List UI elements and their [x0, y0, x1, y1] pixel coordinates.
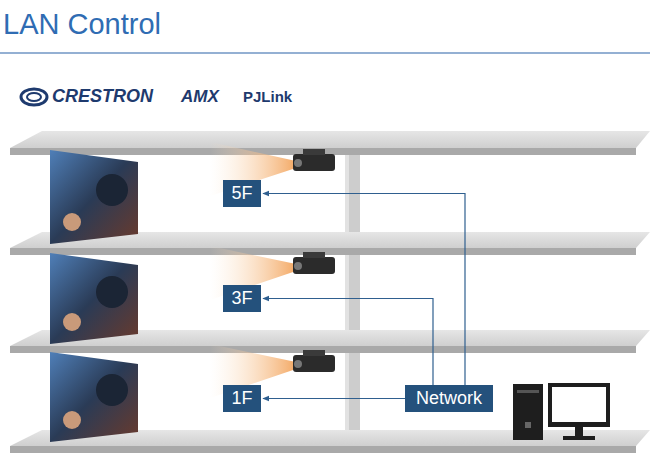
- logo-label: AMX: [181, 87, 219, 107]
- projection-screens: [50, 150, 138, 442]
- projectors: [293, 149, 335, 372]
- floor-box: 3F: [223, 285, 261, 312]
- connector-arrow: [263, 194, 465, 386]
- node-text: Network: [416, 388, 482, 409]
- connector-arrow: [263, 299, 433, 386]
- node-text: 3F: [231, 288, 252, 309]
- diagram-title: LAN Control: [3, 8, 161, 41]
- crestron-icon: [21, 89, 47, 105]
- wall: [345, 150, 360, 447]
- floor-box: 1F: [223, 385, 261, 412]
- floor-box: 5F: [223, 180, 261, 207]
- logo-label: PJLink: [243, 88, 292, 105]
- network-box: Network: [405, 385, 493, 412]
- node-text: 5F: [231, 183, 252, 204]
- connector-arrow: [263, 398, 405, 399]
- floor-slabs: [10, 131, 650, 453]
- node-text: 1F: [231, 388, 252, 409]
- wall-edge: [345, 150, 349, 447]
- computer: [513, 383, 610, 440]
- title-rule: [0, 52, 650, 54]
- light-beams: [210, 142, 296, 398]
- logo-label: CRESTRON: [52, 86, 153, 107]
